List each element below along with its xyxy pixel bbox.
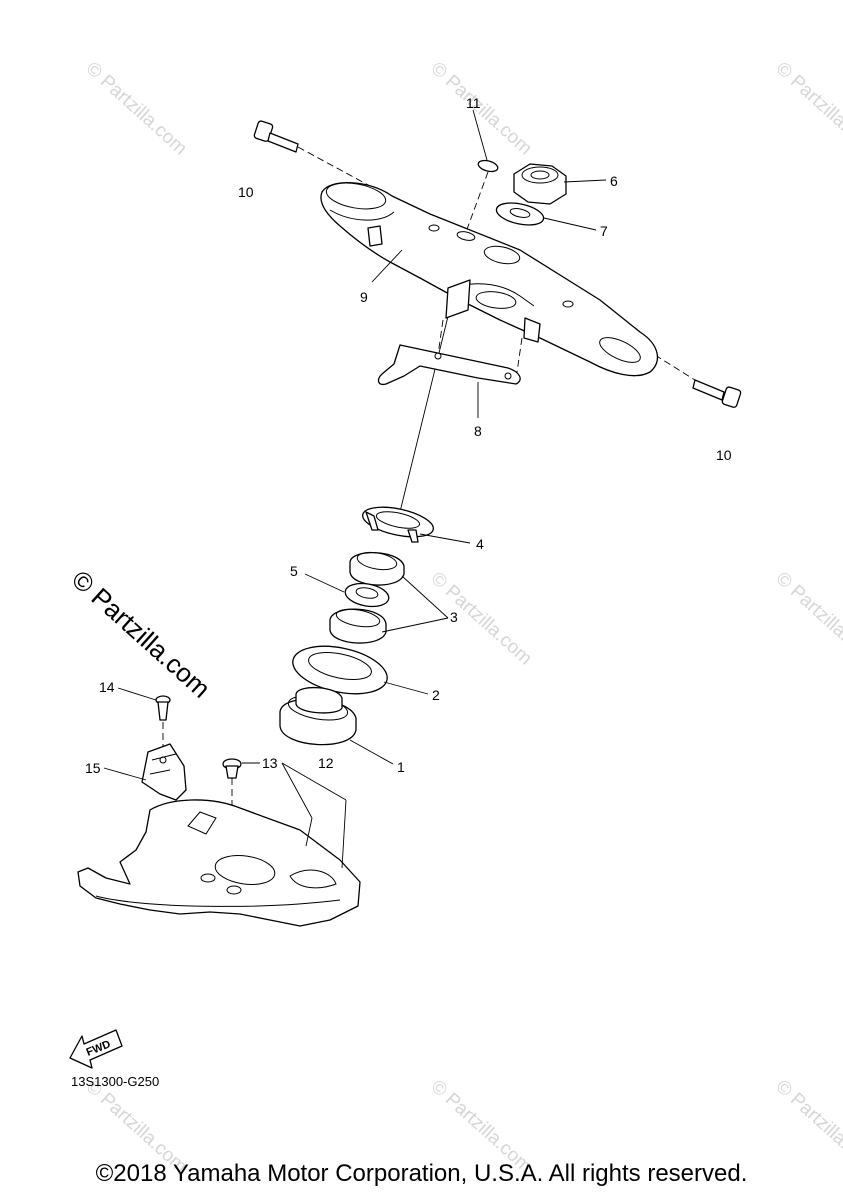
bearing-1 — [279, 687, 357, 746]
callout-8: 8 — [474, 423, 482, 439]
callout-1: 1 — [397, 759, 405, 775]
plug-11 — [477, 159, 499, 173]
callout-10-lower: 10 — [716, 447, 732, 463]
copyright-notice: ©2018 Yamaha Motor Corporation, U.S.A. A… — [95, 1160, 748, 1187]
callout-14: 14 — [99, 679, 115, 695]
rivet-14 — [155, 695, 171, 721]
callout-13: 13 — [262, 755, 278, 771]
callout-5: 5 — [290, 563, 298, 579]
rivet-13 — [222, 758, 242, 779]
locknut-5 — [344, 582, 390, 608]
watermark-text: © Partzilla.com — [82, 58, 191, 159]
callout-labels: 11 6 7 10 9 8 10 4 5 3 2 1 14 15 13 12 — [85, 95, 732, 776]
watermark-large: © Partzilla.com — [66, 564, 216, 704]
callout-10-upper: 10 — [238, 184, 254, 200]
lock-washer-4 — [362, 506, 434, 543]
bearing-cover-2 — [292, 645, 388, 695]
callout-2: 2 — [432, 687, 440, 703]
bolt-10-lower — [692, 379, 742, 408]
callout-9: 9 — [360, 289, 368, 305]
washer-7 — [495, 202, 545, 226]
callout-3: 3 — [450, 609, 458, 625]
callout-11: 11 — [466, 95, 481, 111]
ring-nut-3-upper — [349, 551, 405, 586]
watermark-layer: © Partzilla.com © Partzilla.com © Partzi… — [82, 58, 843, 1177]
lower-cover-12 — [77, 799, 361, 927]
callout-6: 6 — [610, 173, 618, 189]
leader-lines — [103, 109, 607, 869]
callout-7: 7 — [600, 223, 608, 239]
diagram-code: 13S1300-G250 — [71, 1074, 159, 1089]
callout-15: 15 — [85, 760, 101, 776]
callout-12: 12 — [318, 755, 334, 771]
callout-4: 4 — [476, 536, 484, 552]
watermark-text: © Partzilla.com — [772, 58, 843, 159]
watermark-text: © Partzilla.com — [772, 568, 843, 669]
ring-nut-3-lower — [329, 608, 387, 644]
fwd-arrow-icon: FWD — [69, 1029, 123, 1069]
bracket-8 — [377, 344, 521, 386]
nut-6 — [513, 163, 567, 205]
holder-15 — [141, 743, 187, 801]
bolt-10-upper — [253, 120, 299, 153]
upper-bracket-9 — [320, 182, 659, 377]
watermark-text: © Partzilla.com — [427, 58, 536, 159]
